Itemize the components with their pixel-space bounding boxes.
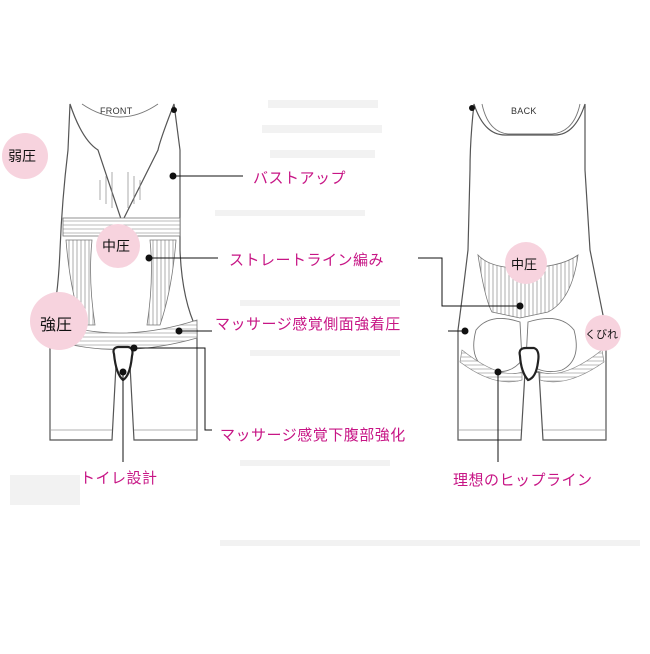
front-view-title: FRONT <box>100 106 133 116</box>
waist-bubble <box>585 315 621 351</box>
front-garment <box>49 103 198 441</box>
side-compression-label: マッサージ感覚側面強着圧 <box>215 315 401 333</box>
back-crotch-opening <box>518 346 540 382</box>
weak-pressure-label: 弱圧 <box>8 149 36 165</box>
front-crotch-opening <box>112 345 134 382</box>
waist-label: くびれ <box>585 328 618 341</box>
back-view-title: BACK <box>511 106 537 116</box>
callout-leaders <box>119 172 524 462</box>
background-ghost-marks <box>10 100 640 546</box>
weak-pressure-bubble <box>2 133 48 179</box>
strong-pressure-label: 強圧 <box>40 315 73 334</box>
back-hip-left <box>473 317 523 373</box>
front-medium-pressure-label: 中圧 <box>102 239 130 255</box>
back-medium-pressure-bubble <box>505 242 547 284</box>
front-medium-pressure-bubble <box>96 224 140 268</box>
bust-up-label: バストアップ <box>253 169 347 187</box>
toilet-design-label: トイレ設計 <box>80 469 158 487</box>
strong-pressure-bubble <box>30 292 88 350</box>
straight-line-knit-label: ストレートライン編み <box>229 251 385 269</box>
hip-line-label: 理想のヒップライン <box>453 471 593 489</box>
lower-abdomen-label: マッサージ感覚下腹部強化 <box>220 426 406 444</box>
back-medium-pressure-label: 中圧 <box>511 258 538 273</box>
